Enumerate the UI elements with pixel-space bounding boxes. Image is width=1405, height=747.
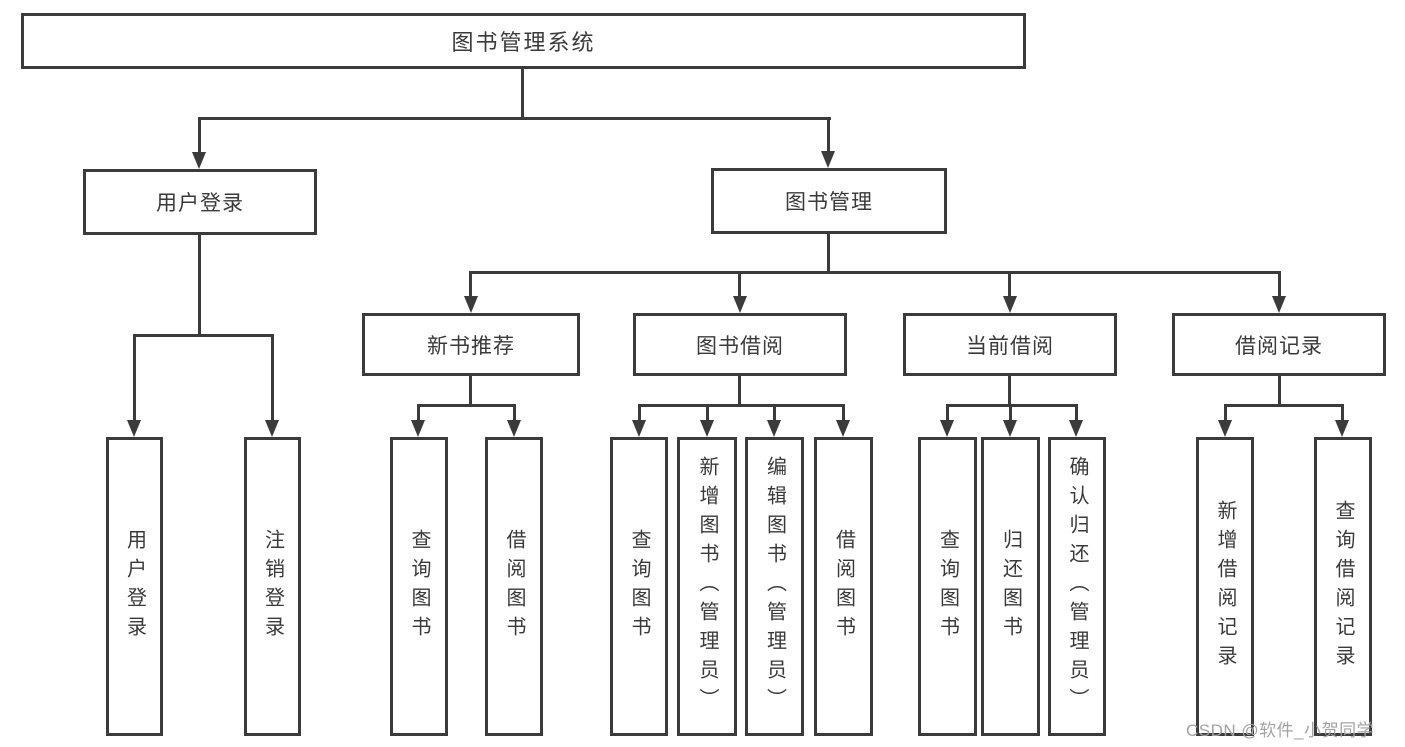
connector-line [521,69,524,120]
arrow-down-icon [940,420,954,437]
connector-line [842,404,845,423]
node-label: 新增图书（管理员） [696,456,718,717]
connector-line [738,271,741,299]
node-label: 图书管理系统 [451,30,596,55]
arrow-down-icon [507,420,521,437]
connector-line [1278,376,1281,407]
csdn-watermark: CSDN @软件_小贺同学 [1186,721,1375,740]
connector-line [827,117,830,154]
node-borrow-records: 借阅记录 [1172,313,1386,376]
arrow-down-icon [411,420,425,437]
leaf-user-login: 用户登录 [106,437,163,736]
connector-line [638,404,845,407]
node-label: 注销登录 [261,528,284,645]
connector-line [417,404,420,423]
node-label: 当前借阅 [966,334,1054,358]
leaf-query-books-current: 查询图书 [918,437,977,736]
node-label: 用户登录 [123,528,146,645]
node-book-borrow: 图书借阅 [633,313,847,376]
arrow-down-icon [767,420,781,437]
node-label: 用户登录 [156,192,244,215]
leaf-query-books-borrow: 查询图书 [610,437,668,736]
leaf-add-books-admin: 新增图书（管理员） [677,437,737,736]
arrow-down-icon [265,420,279,437]
connector-line [773,404,776,423]
arrow-down-icon [733,296,747,313]
node-label: 新书推荐 [427,334,515,358]
connector-line [638,404,641,423]
arrow-down-icon [1335,420,1349,437]
node-label: 查询借阅记录 [1332,499,1354,674]
connector-line [198,235,201,337]
connector-line [469,376,472,407]
connector-line [1224,404,1344,407]
connector-line [469,271,1281,274]
connector-line [946,404,949,423]
node-label: 借阅图书 [832,528,855,645]
connector-line [198,117,831,120]
node-label: 查询图书 [936,528,959,645]
arrow-down-icon [700,420,714,437]
connector-line [133,334,273,337]
connector-line [469,271,472,299]
node-book-management: 图书管理 [711,168,947,234]
connector-line [1341,404,1344,423]
connector-line [198,117,201,155]
arrow-down-icon [1069,420,1083,437]
arrow-down-icon [836,420,850,437]
arrow-down-icon [1272,296,1286,313]
leaf-return-books: 归还图书 [981,437,1040,736]
arrow-down-icon [821,151,835,168]
node-label: 确认归还（管理员） [1066,456,1088,717]
connector-line [1278,271,1281,299]
arrow-down-icon [632,420,646,437]
node-label: 编辑图书（管理员） [763,456,786,717]
arrow-down-icon [1003,296,1017,313]
connector-line [271,334,274,423]
arrow-down-icon [1218,420,1232,437]
connector-line [1008,271,1011,299]
connector-line [1224,404,1227,423]
node-label: 图书管理 [785,191,873,214]
node-label: 新增借阅记录 [1214,499,1236,674]
connector-line [417,404,516,407]
node-label: 借阅图书 [503,528,525,645]
leaf-borrow-books: 借阅图书 [814,437,873,736]
node-user-login: 用户登录 [83,169,317,235]
leaf-query-books-recommend: 查询图书 [390,437,448,736]
connector-line [133,334,136,423]
leaf-query-borrow-record: 查询借阅记录 [1314,437,1372,736]
leaf-logout: 注销登录 [244,437,301,736]
connector-line [706,404,709,423]
node-root-library-system: 图书管理系统 [21,13,1026,69]
node-label: 归还图书 [999,528,1022,645]
connector-line [738,376,741,407]
node-label: 图书借阅 [696,334,784,358]
leaf-edit-books-admin: 编辑图书（管理员） [745,437,804,736]
arrow-down-icon [192,152,206,169]
leaf-add-borrow-record: 新增借阅记录 [1196,437,1254,736]
arrow-down-icon [127,420,141,437]
connector-line [1009,404,1012,423]
arrow-down-icon [464,296,478,313]
connector-line [513,404,516,423]
connector-line [946,404,1078,407]
leaf-confirm-return-admin: 确认归还（管理员） [1048,437,1106,736]
connector-line [1075,404,1078,423]
connector-line [1008,376,1011,407]
arrow-down-icon [1003,420,1017,437]
node-label: 借阅记录 [1235,334,1323,358]
node-new-book-recommend: 新书推荐 [362,313,580,376]
connector-line [827,234,830,274]
node-current-borrow: 当前借阅 [903,313,1117,376]
node-label: 查询图书 [408,528,430,645]
leaf-borrow-books-recommend: 借阅图书 [485,437,543,736]
node-label: 查询图书 [628,528,650,645]
